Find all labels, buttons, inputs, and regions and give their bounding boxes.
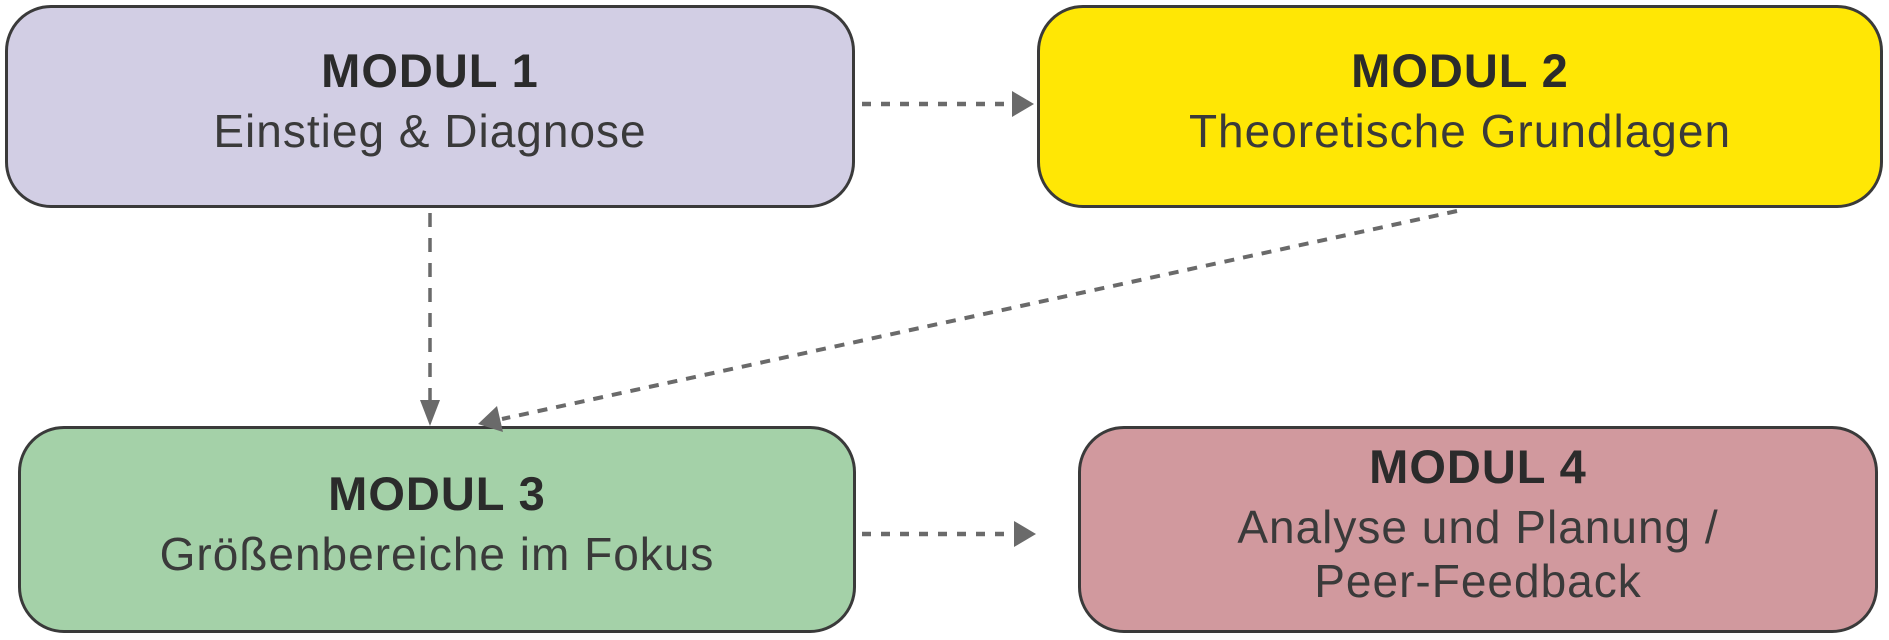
node-modul-2: MODUL 2 Theoretische Grundlagen [1037,5,1883,208]
modul-3-title: MODUL 3 [328,467,546,521]
arrowhead-right-icon [1014,521,1036,547]
arrow-modul1-to-modul2 [862,91,1034,117]
arrowhead-down-icon [420,400,440,426]
modul-4-title: MODUL 4 [1369,439,1587,493]
modul-4-subtitle: Analyse und Planung / Peer-Feedback [1237,500,1719,607]
modul-3-subtitle: Größenbereiche im Fokus [159,527,715,580]
node-modul-1: MODUL 1 Einstieg & Diagnose [5,5,855,208]
modul-1-title: MODUL 1 [321,44,539,98]
arrowhead-right-icon [1012,91,1034,117]
modul-2-title: MODUL 2 [1351,44,1569,98]
modul-1-subtitle: Einstieg & Diagnose [213,104,647,157]
modul-2-subtitle: Theoretische Grundlagen [1188,104,1732,157]
node-modul-3: MODUL 3 Größenbereiche im Fokus [18,426,856,633]
arrow-modul1-to-modul3 [420,213,440,426]
arrow-modul3-to-modul4 [862,521,1036,547]
node-modul-4: MODUL 4 Analyse und Planung / Peer-Feedb… [1078,426,1878,633]
arrow-modul2-to-modul3 [478,209,1458,432]
